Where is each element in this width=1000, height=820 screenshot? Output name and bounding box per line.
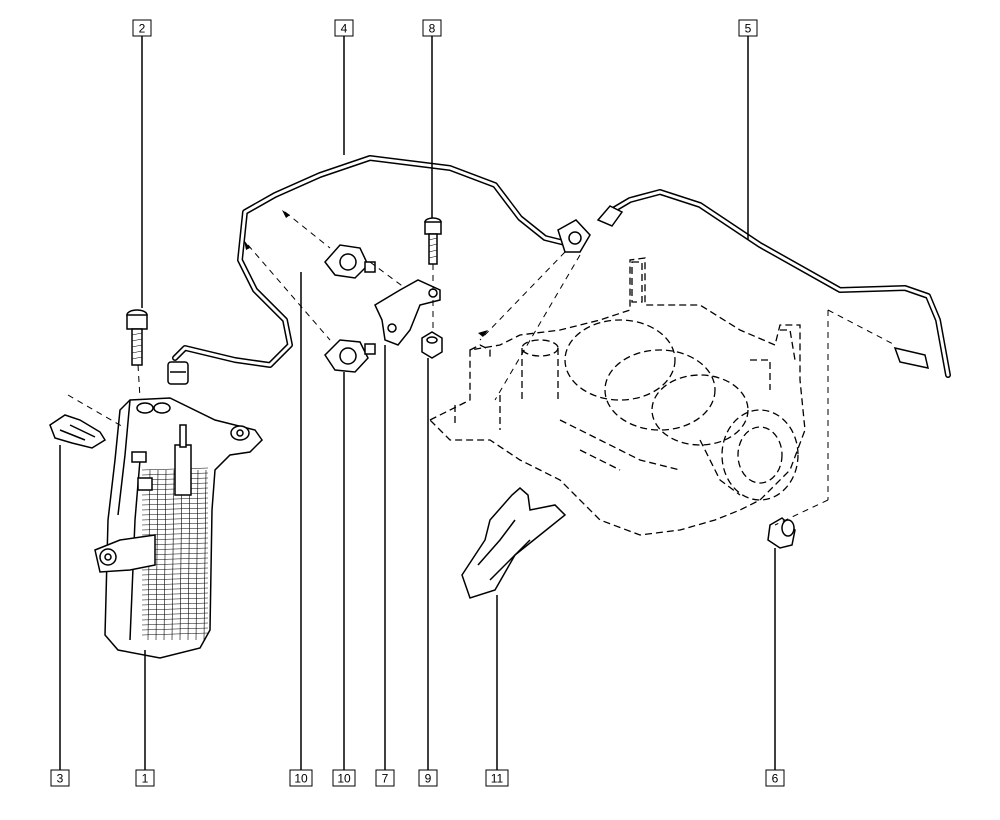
svg-text:10: 10 xyxy=(337,772,351,786)
mounting-clip xyxy=(49,414,107,449)
callout-11: 11 xyxy=(485,769,509,787)
svg-text:3: 3 xyxy=(57,772,64,786)
svg-text:10: 10 xyxy=(294,772,308,786)
callout-8: 8 xyxy=(422,19,442,37)
svg-text:5: 5 xyxy=(745,22,752,36)
bracket-nut xyxy=(421,331,443,359)
pipe-bracket xyxy=(374,279,441,346)
fuel-vapor-canister xyxy=(94,397,263,659)
svg-text:1: 1 xyxy=(142,772,149,786)
svg-text:6: 6 xyxy=(772,772,779,786)
svg-text:7: 7 xyxy=(382,772,389,786)
svg-text:11: 11 xyxy=(491,772,504,786)
svg-text:4: 4 xyxy=(341,22,348,36)
callout-6: 6 xyxy=(765,769,785,787)
support-bracket xyxy=(461,487,567,599)
callouts: 2 4 8 5 3 1 10 10 xyxy=(50,19,785,787)
callout-4: 4 xyxy=(334,19,354,37)
manifold-pipe xyxy=(596,189,951,378)
intake-manifold-phantom xyxy=(428,257,806,536)
pipe-clip-upper xyxy=(324,244,376,279)
svg-text:2: 2 xyxy=(139,22,146,36)
callout-9: 9 xyxy=(418,769,438,787)
callout-1: 1 xyxy=(135,769,155,787)
bracket-bolt xyxy=(424,217,442,265)
leader-lines xyxy=(59,36,776,770)
callout-5: 5 xyxy=(738,19,758,37)
svg-text:8: 8 xyxy=(429,22,436,36)
canister-bolt xyxy=(126,309,148,366)
pipe-clip-lower xyxy=(324,339,376,373)
vapor-pipe xyxy=(167,155,591,385)
svg-text:9: 9 xyxy=(425,772,432,786)
callout-3: 3 xyxy=(50,769,70,787)
callout-10-upper-clip: 10 xyxy=(289,769,313,787)
sealing-plug xyxy=(767,517,796,549)
assembly-lines xyxy=(67,210,896,526)
callout-2: 2 xyxy=(132,19,152,37)
callout-7: 7 xyxy=(375,769,395,787)
callout-10-lower-clip: 10 xyxy=(332,769,356,787)
